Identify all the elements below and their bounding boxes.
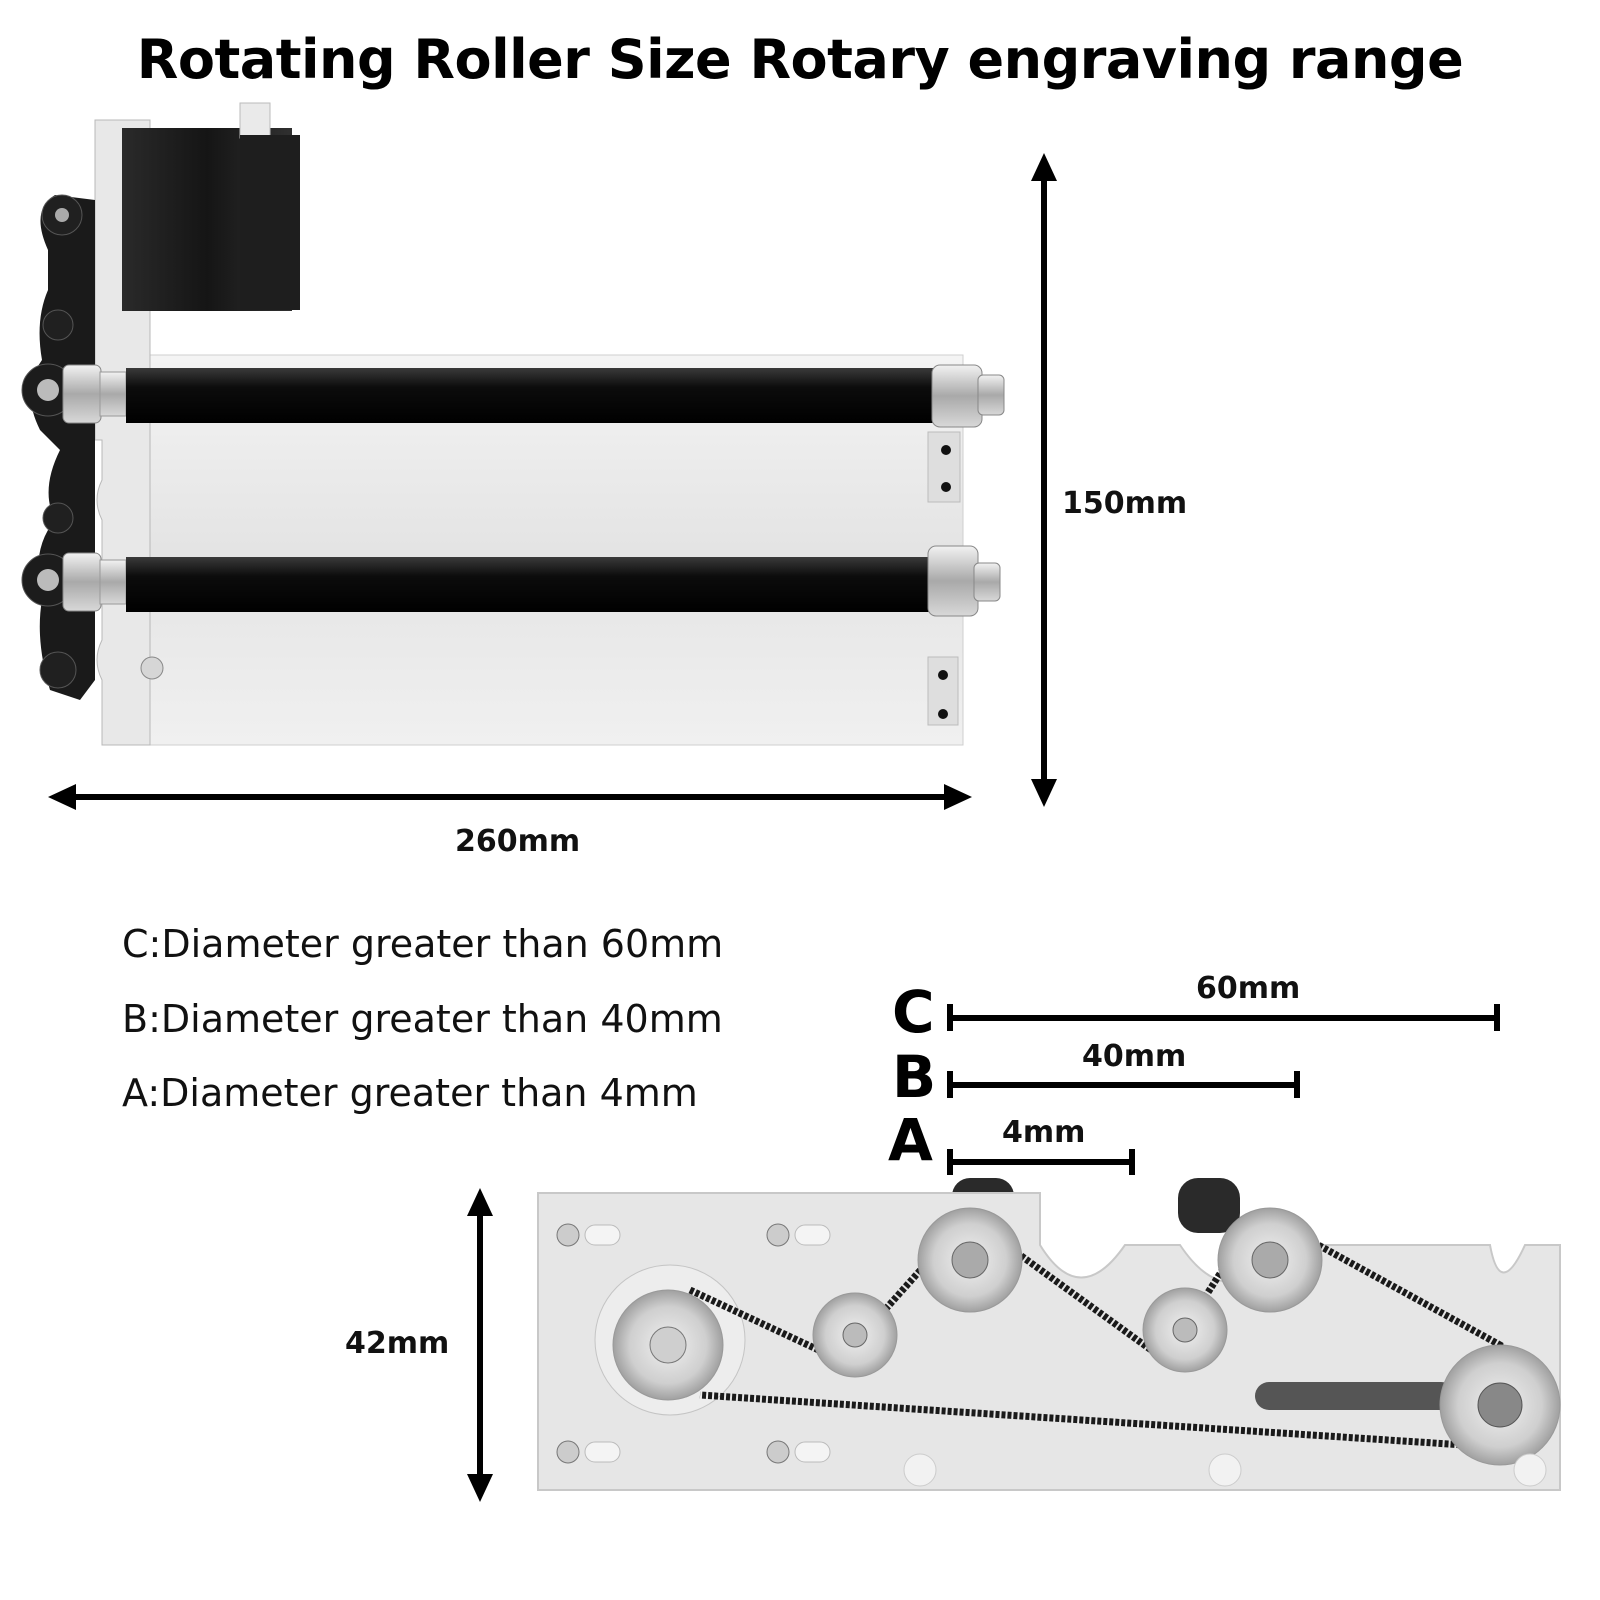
screw-head xyxy=(556,1223,580,1247)
screw-hole xyxy=(941,482,951,492)
foot-screw xyxy=(903,1453,937,1487)
screw-head xyxy=(766,1223,790,1247)
foot-screw xyxy=(1513,1453,1547,1487)
spec-a: A:Diameter greater than 4mm xyxy=(122,1071,698,1115)
idler-pulley xyxy=(42,502,74,534)
roller-axle xyxy=(977,374,1005,416)
mount-slot xyxy=(794,1441,831,1463)
range-letter-b: B xyxy=(892,1043,937,1111)
side-height-arrow xyxy=(467,1188,493,1502)
belt-pulley xyxy=(37,569,59,591)
drive-pulley-hub xyxy=(649,1326,687,1364)
idler-pulley xyxy=(42,309,74,341)
screw-hole xyxy=(938,709,948,719)
range-label-c: 60mm xyxy=(1196,971,1301,1006)
mount-slot xyxy=(794,1224,831,1246)
height-label: 150mm xyxy=(1062,486,1188,521)
width-arrow xyxy=(48,784,972,810)
screw-hole xyxy=(938,670,948,680)
belt-pulley xyxy=(37,379,59,401)
range-letter-a: A xyxy=(888,1106,933,1174)
range-bar-a xyxy=(947,1149,1135,1175)
range-letter-c: C xyxy=(892,978,935,1046)
mount-slot xyxy=(584,1441,621,1463)
height-arrow xyxy=(1031,153,1057,807)
screw-hole xyxy=(941,445,951,455)
roller-end xyxy=(1178,1178,1240,1233)
roller-end-cap xyxy=(927,545,979,617)
roller-gear-hub xyxy=(1251,1241,1289,1279)
motor-endcap xyxy=(239,102,271,139)
side-height-label: 42mm xyxy=(345,1326,450,1361)
screw-head xyxy=(556,1440,580,1464)
roller-shaft-collar xyxy=(62,364,102,424)
rotary-side-view xyxy=(537,1178,1561,1491)
roller-top xyxy=(126,368,936,423)
spec-c: C:Diameter greater than 60mm xyxy=(122,922,724,966)
screw-head xyxy=(140,656,164,680)
roller-axle xyxy=(973,562,1001,602)
screw-head xyxy=(1172,1317,1198,1343)
width-label: 260mm xyxy=(455,824,581,859)
idler-pulley xyxy=(39,651,77,689)
foot-screw xyxy=(1208,1453,1242,1487)
roller-gear-hub xyxy=(951,1241,989,1279)
range-label-b: 40mm xyxy=(1082,1039,1187,1074)
roller-bottom xyxy=(126,557,936,612)
page-title: Rotating Roller Size Rotary engraving ra… xyxy=(136,28,1464,91)
screw-head xyxy=(766,1440,790,1464)
belt-pulley xyxy=(55,208,69,222)
screw-head xyxy=(842,1322,868,1348)
rotary-roller-top-view xyxy=(21,102,1005,746)
roller-end-cap xyxy=(931,364,983,428)
adjust-slot xyxy=(1255,1382,1455,1410)
range-bar-b xyxy=(947,1071,1300,1098)
spec-b: B:Diameter greater than 40mm xyxy=(122,997,723,1041)
range-label-a: 4mm xyxy=(1002,1115,1086,1150)
motor-body xyxy=(240,135,300,310)
mount-slot xyxy=(584,1224,621,1246)
drive-belt xyxy=(30,195,96,700)
tension-pulley-hub xyxy=(1477,1382,1523,1428)
roller-shaft-collar xyxy=(62,552,102,612)
range-bar-c xyxy=(947,1004,1500,1031)
roller-shaft-collar xyxy=(99,559,127,605)
roller-shaft-collar xyxy=(99,371,127,417)
